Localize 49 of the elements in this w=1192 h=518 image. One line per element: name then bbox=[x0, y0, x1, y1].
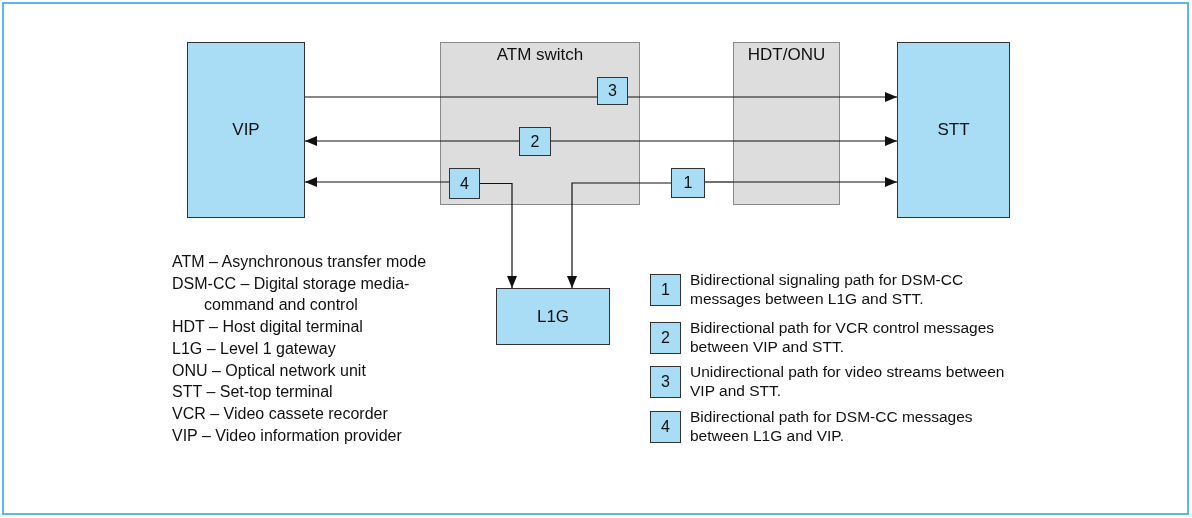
box-label: 4 bbox=[460, 174, 469, 193]
box-label: 4 bbox=[661, 418, 670, 436]
network-unit-box bbox=[733, 42, 840, 205]
box-label: 2 bbox=[530, 132, 540, 151]
gateway-box bbox=[496, 288, 610, 345]
key-number-box bbox=[650, 322, 681, 354]
path-number-box bbox=[519, 127, 551, 156]
connector-line bbox=[704, 181, 734, 183]
key-description: Bidirectional path for DSM-CC messages between L1G and VIP. bbox=[690, 407, 974, 445]
abbreviation-text: VIP – Video information provider bbox=[172, 425, 403, 446]
abbreviation-text: STT – Set-top terminal bbox=[172, 382, 334, 403]
abbreviation-text: ATM – Asynchronous transfer mode bbox=[172, 252, 428, 272]
connector-line bbox=[304, 96, 598, 98]
arrow bbox=[839, 177, 898, 187]
key-description: Unidirectional path for video streams between VIP and STT. bbox=[690, 362, 1006, 400]
terminal-box bbox=[897, 42, 1010, 218]
box-title: ATM switch bbox=[496, 45, 584, 65]
key-number-box bbox=[650, 366, 681, 398]
arrow bbox=[304, 136, 520, 146]
arrow bbox=[839, 136, 898, 146]
box-label: 3 bbox=[608, 82, 617, 100]
arrow bbox=[839, 92, 898, 102]
box-label: 1 bbox=[661, 281, 670, 299]
connector-line bbox=[627, 96, 734, 98]
box-label: STT bbox=[937, 120, 970, 140]
box-label: L1G bbox=[536, 306, 570, 327]
box-label: 2 bbox=[661, 329, 670, 347]
key-number-box bbox=[650, 274, 681, 306]
path-number-box bbox=[671, 168, 705, 198]
abbreviation-text: L1G – Level 1 gateway bbox=[172, 338, 337, 359]
key-number-box bbox=[650, 411, 681, 443]
arrow bbox=[304, 177, 450, 187]
switch-box bbox=[440, 42, 640, 205]
path-number-box bbox=[449, 168, 480, 199]
abbreviation-text: HDT – Host digital terminal bbox=[172, 317, 364, 338]
box-label: 1 bbox=[683, 174, 693, 192]
abbreviation-text: VCR – Video cassete recorder bbox=[172, 403, 389, 424]
box-title: HDT/ONU bbox=[747, 45, 826, 65]
connector-line bbox=[550, 140, 734, 142]
box-label: 3 bbox=[661, 373, 670, 391]
box-label: VIP bbox=[232, 120, 260, 140]
abbreviation-text: DSM-CC – Digital storage media-command and control bbox=[172, 273, 411, 316]
key-description: Bidirectional signaling path for DSM-CC messages between L1G and STT. bbox=[690, 270, 965, 308]
arrow bbox=[479, 182, 517, 289]
key-description: Bidirectional path for VCR control messages between VIP and STT. bbox=[690, 318, 996, 356]
path-number-box bbox=[597, 77, 628, 105]
arrow bbox=[567, 182, 672, 289]
abbreviation-text: ONU – Optical network unit bbox=[172, 360, 367, 381]
terminal-box bbox=[187, 42, 305, 218]
